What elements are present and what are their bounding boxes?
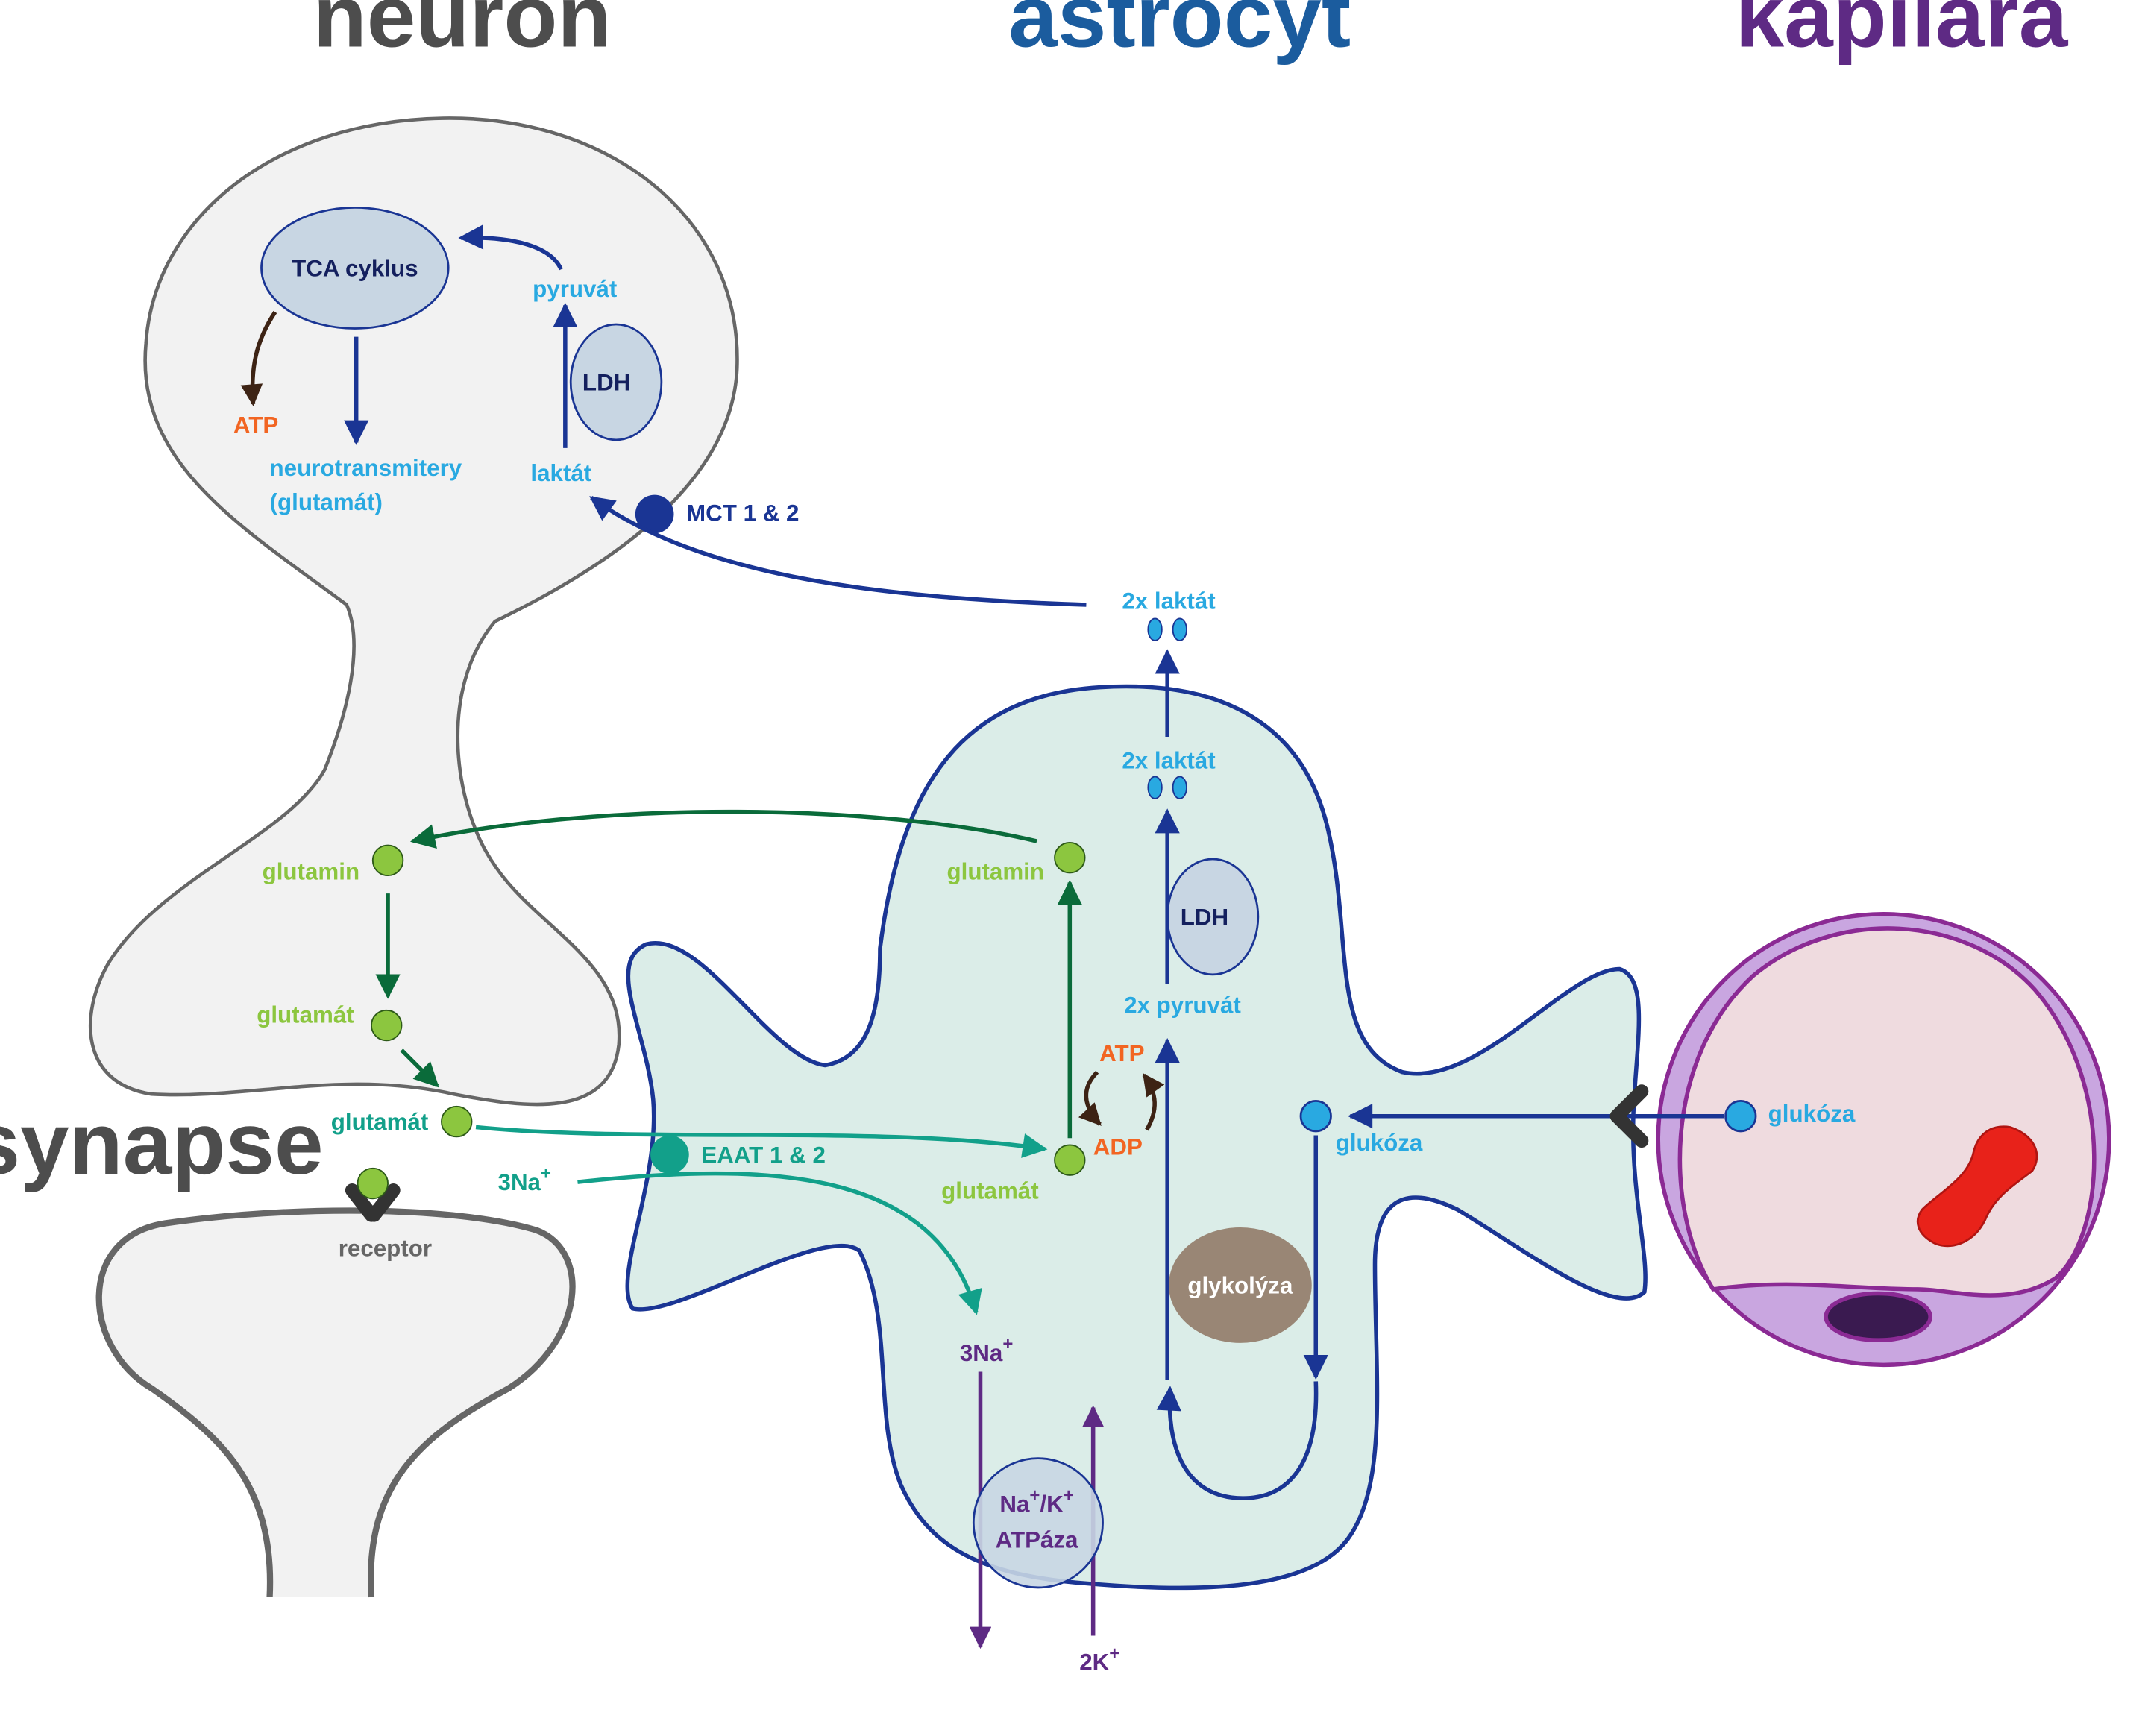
na-k-atpase-circle <box>972 1457 1104 1589</box>
glut-transporter <box>1609 1084 1649 1148</box>
arrow-adp-to-atp <box>1142 1073 1165 1131</box>
lactate-in-dot-2 <box>1172 776 1187 799</box>
na-in-label: 3Na+ <box>498 1163 551 1195</box>
k-in-label: 2K+ <box>1079 1644 1119 1676</box>
capillary-glucose-dot <box>1724 1100 1757 1133</box>
astro-atp-label: ATP <box>1099 1040 1144 1066</box>
red-blood-cell <box>1916 1125 2038 1248</box>
neuron-glutamine-label: glutamin <box>263 859 360 885</box>
glycolysis-oval <box>1169 1227 1312 1343</box>
astro-adp-label: ADP <box>1093 1133 1143 1160</box>
heading-synapse: synapse <box>0 1094 324 1192</box>
synaptic-glutamate-label: glutamát <box>331 1109 429 1135</box>
arrow-glycolysis-loop <box>1156 1381 1319 1500</box>
na-out-label: 3Na+ <box>960 1334 1013 1366</box>
neuron-glutamate-dot <box>371 1009 403 1042</box>
arrow-lactate-to-neuron <box>589 496 1087 607</box>
neuron-atp-label: ATP <box>233 412 278 438</box>
heading-capillary: kapilára <box>1736 0 2069 66</box>
endothelial-nucleus <box>1824 1291 1932 1342</box>
neuron-glutamate-label: glutamát <box>257 1001 354 1028</box>
neurotransmitters-glutamate-label: (glutamát) <box>270 489 383 515</box>
tca-cycle-label: TCA cyklus <box>292 255 418 281</box>
arrow-pyruvate-to-tca <box>458 224 563 271</box>
neuron-ldh-label: LDH <box>582 369 630 395</box>
arrow-glutamate-release <box>400 1048 439 1088</box>
arrow-tca-to-atp <box>240 310 277 406</box>
neuron-ldh-oval <box>569 323 663 441</box>
lactate-in-dot-1 <box>1147 776 1163 799</box>
neuron-lactate-label: laktát <box>530 460 591 486</box>
arrow-glutamine-to-neuron <box>410 809 1037 849</box>
astro-glutamate-label: glutamát <box>941 1177 1039 1204</box>
heading-neuron: neuron <box>313 0 612 66</box>
neuron-pyruvate-label: pyruvát <box>533 276 618 302</box>
astro-glucose-dot <box>1299 1100 1332 1133</box>
astro-glutamate-dot <box>1054 1144 1086 1176</box>
astro-lactate-in-label: 2x laktát <box>1122 747 1216 773</box>
tca-cycle-oval <box>260 206 450 330</box>
lactate-out-dot-2 <box>1172 617 1187 641</box>
mct-transporter <box>635 494 674 534</box>
arrow-sodium-cotransport <box>577 1171 982 1315</box>
astro-lactate-out-label: 2x laktát <box>1122 588 1216 614</box>
synaptic-glutamate-dot <box>441 1105 473 1138</box>
mct-label: MCT 1 & 2 <box>686 500 799 526</box>
capillary-glucose-label: glukóza <box>1768 1101 1856 1127</box>
na-k-atpase-label-line1: Na+/K+ <box>999 1485 1073 1518</box>
neurotransmitters-label: neurotransmitery <box>270 455 462 481</box>
astro-glucose-label: glukóza <box>1336 1130 1423 1156</box>
glycolysis-label: glykolýza <box>1187 1272 1293 1298</box>
neuron-glutamine-dot <box>371 844 404 877</box>
receptor-label: receptor <box>339 1236 432 1262</box>
arrow-atp-to-adp <box>1078 1070 1102 1126</box>
astro-glutamine-dot <box>1054 841 1086 874</box>
astro-glutamine-label: glutamin <box>947 859 1045 885</box>
na-k-atpase-label-line2: ATPáza <box>996 1526 1078 1553</box>
eaat-transporter <box>650 1135 689 1174</box>
arrow-glutamate-uptake <box>475 1125 1048 1158</box>
postsynaptic-neuron <box>95 1207 576 1598</box>
lactate-out-dot-1 <box>1147 617 1163 641</box>
eaat-label: EAAT 1 & 2 <box>701 1142 826 1168</box>
astro-ldh-label: LDH <box>1181 904 1228 930</box>
astrocyte-cell <box>625 684 1648 1591</box>
astro-pyruvate-label: 2x pyruvát <box>1124 992 1241 1018</box>
heading-astrocyte: astrocyt <box>1008 0 1351 66</box>
glutamate-receptor <box>345 1167 401 1222</box>
